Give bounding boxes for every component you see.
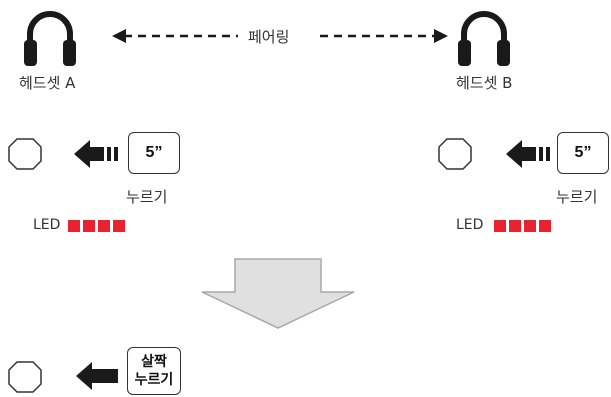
press-label-left: 누르기 [126,188,168,206]
press-label-right: 누르기 [556,188,598,206]
key-5sec-right: 5” [557,132,609,174]
led-indicator [83,220,95,232]
led-indicator [509,220,521,232]
led-label-right: LED [456,217,484,233]
button-icon-right[interactable] [438,138,472,170]
led-indicator [539,220,551,232]
double-arrow-icon [112,29,448,43]
down-arrow-icon [201,258,355,329]
led-indicator [524,220,536,232]
headset-b-label: 헤드셋 B [456,74,513,92]
key-tap-line1: 살짝 [141,354,167,370]
key-tap: 살짝 누르기 [127,347,181,395]
key-5sec-left: 5” [128,132,180,174]
led-indicator [113,220,125,232]
button-icon-step2[interactable] [8,361,42,393]
push-arrow-icon-right [506,140,550,168]
headphones-icon-b [458,11,510,66]
led-indicator [98,220,110,232]
led-indicator [68,220,80,232]
led-indicator [494,220,506,232]
led-label-left: LED [33,217,61,233]
push-arrow-icon-step2 [76,362,118,390]
key-tap-line2: 누르기 [134,372,174,388]
pairing-label: 페어링 [242,26,296,47]
button-icon-left[interactable] [8,138,42,170]
headphones-icon-a [24,11,76,66]
headset-a-label: 헤드셋 A [19,74,76,92]
push-arrow-icon-left [74,140,118,168]
